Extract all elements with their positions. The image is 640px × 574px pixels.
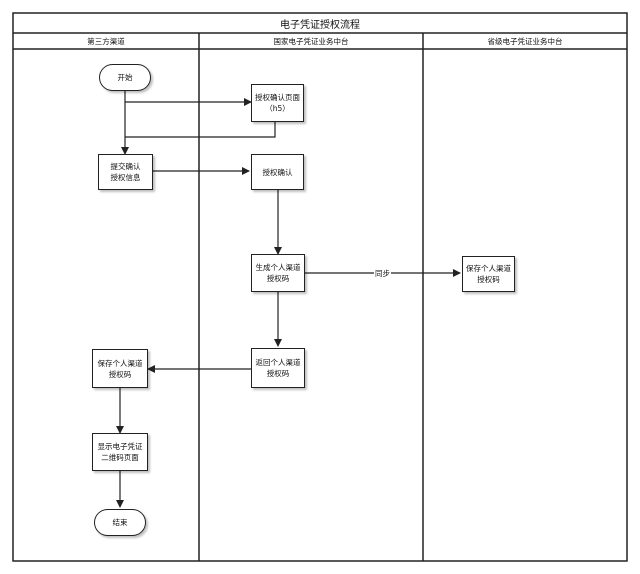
edge-start-to-auth-page bbox=[124, 91, 252, 106]
diagram-title: 电子凭证授权流程 bbox=[280, 19, 360, 31]
node-return-code: 返回个人渠道 授权码 bbox=[251, 348, 305, 388]
node-end: 结束 bbox=[94, 509, 146, 536]
lane-header-third-party: 第三方渠道 bbox=[87, 36, 125, 46]
swimlane-frame bbox=[12, 12, 628, 562]
node-auth-page: 授权确认页面 （h5） bbox=[251, 84, 304, 122]
node-province-save: 保存个人渠道 授权码 bbox=[462, 256, 515, 292]
node-generate-code: 生成个人渠道 授权码 bbox=[251, 254, 305, 292]
lane-header-national: 国家电子凭证业务中台 bbox=[273, 36, 349, 46]
node-third-save: 保存个人渠道 授权码 bbox=[92, 349, 148, 388]
node-auth-confirm: 授权确认 bbox=[251, 154, 304, 190]
node-start: 开始 bbox=[99, 64, 151, 91]
node-submit: 提交确认 授权信息 bbox=[98, 154, 153, 190]
lane-header-provincial: 省级电子凭证业务中台 bbox=[487, 36, 563, 46]
edge-auth-page-back bbox=[125, 122, 276, 138]
edge-label-sync: 同步 bbox=[374, 268, 391, 279]
node-show-qr: 显示电子凭证 二维码页面 bbox=[92, 433, 148, 471]
